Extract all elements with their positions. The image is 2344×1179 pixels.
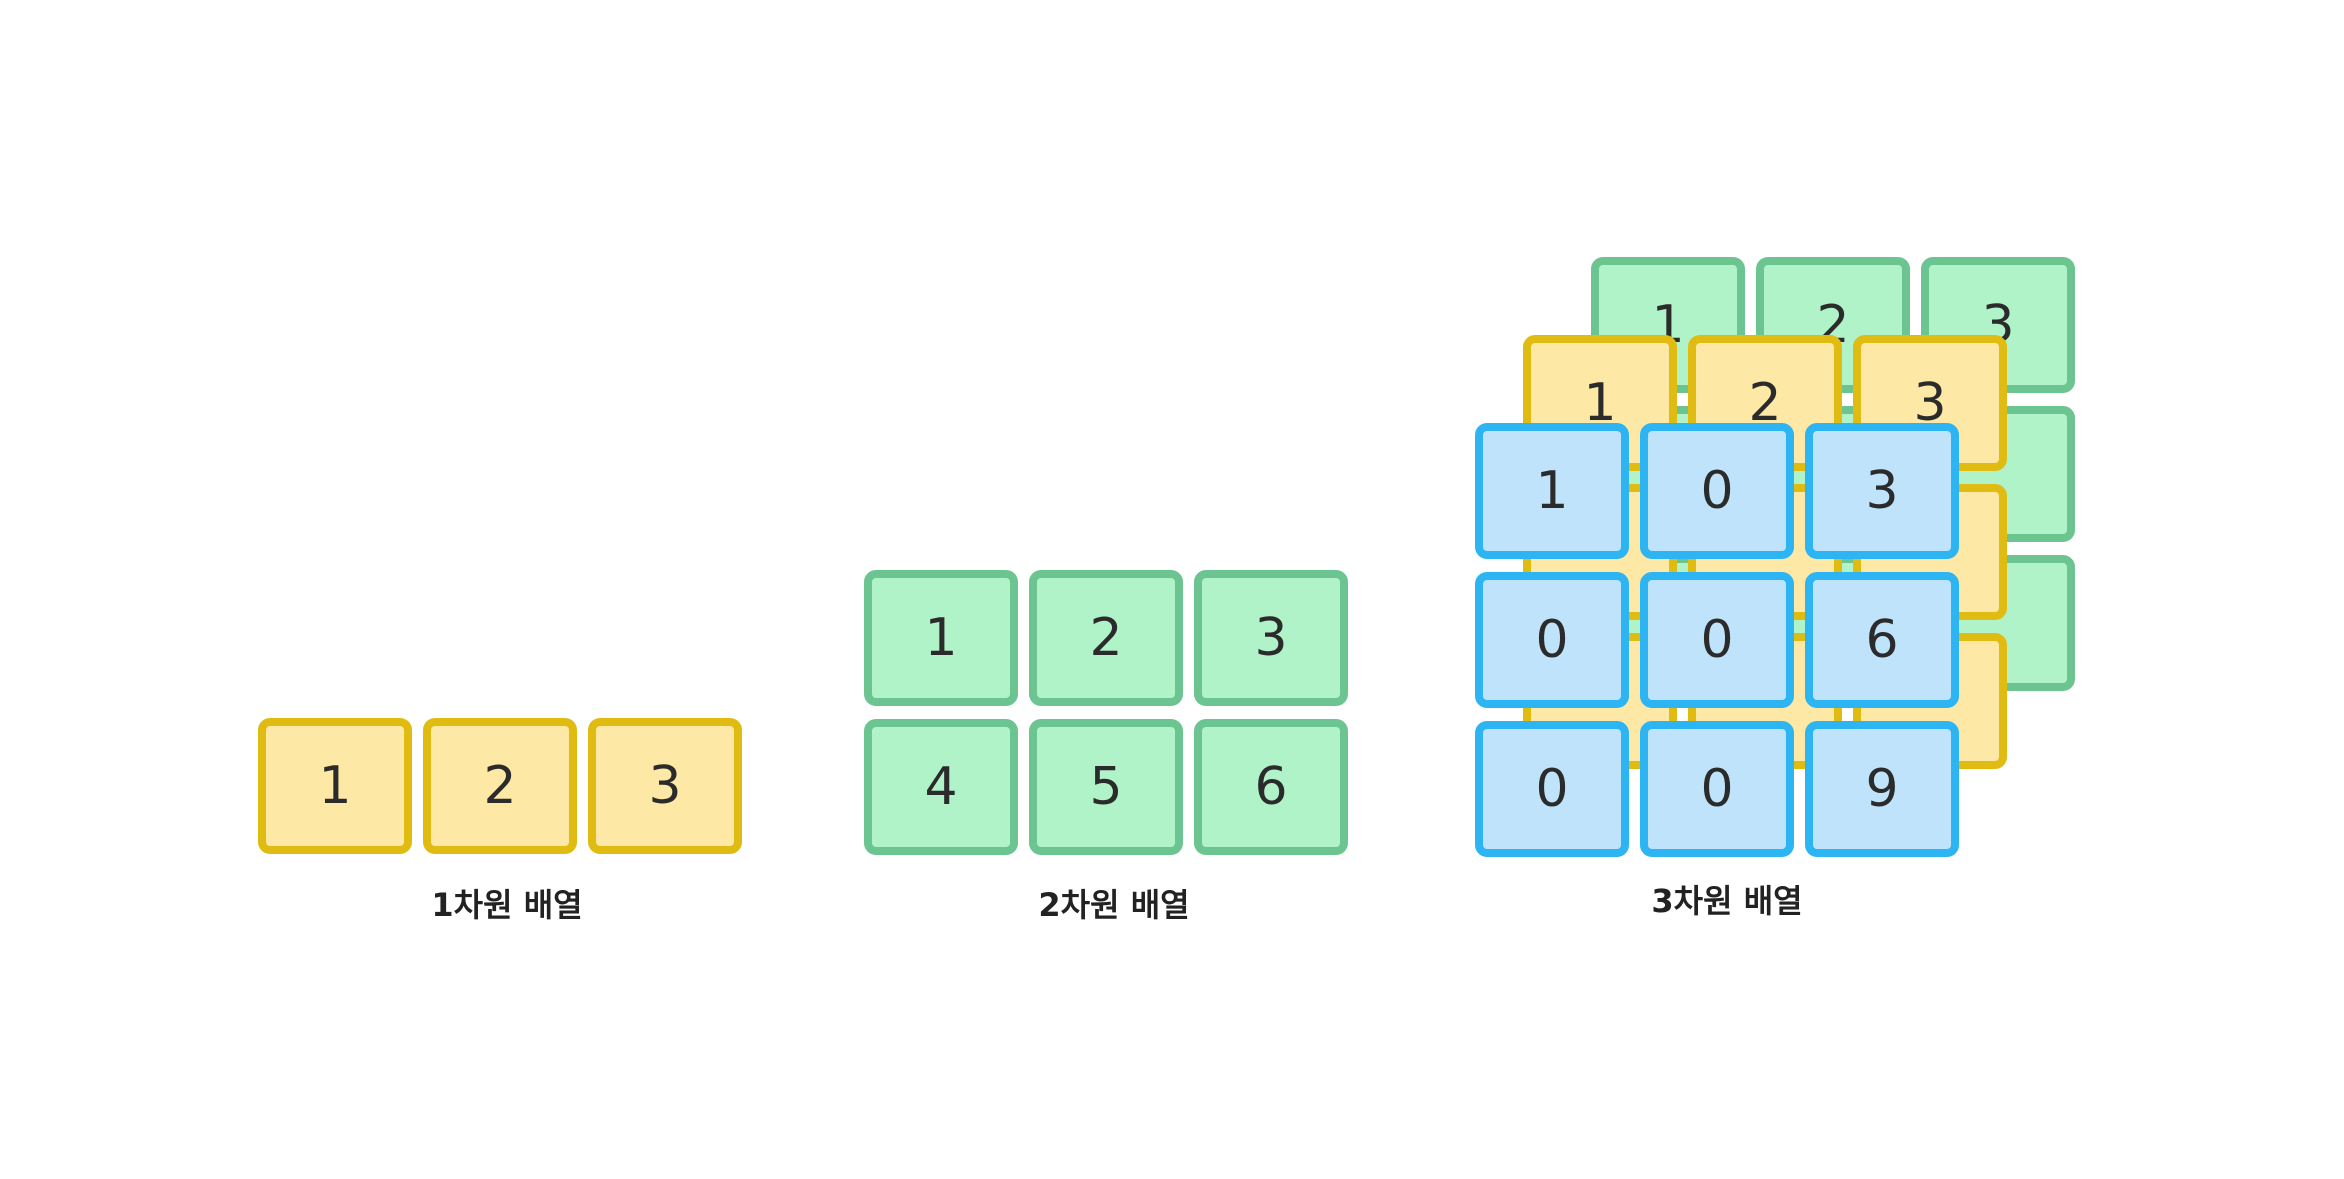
array-2d-cell: 3 (1194, 570, 1348, 706)
array-3d-layer-2-cell: 0 (1640, 572, 1794, 708)
array-2d-cell: 6 (1194, 719, 1348, 855)
array-1d-cell: 3 (588, 718, 742, 854)
array-3d-layer-2-cell: 0 (1640, 423, 1794, 559)
array-3d-layer-2-cell: 3 (1805, 423, 1959, 559)
array-3d-layer-2-cell: 1 (1475, 423, 1629, 559)
array-3d-layer-2-cell: 0 (1640, 721, 1794, 857)
array-2d-cell: 5 (1029, 719, 1183, 855)
array-2d-cell: 2 (1029, 570, 1183, 706)
array-2d-cell: 1 (864, 570, 1018, 706)
array-3d-layer-2-cell: 0 (1475, 572, 1629, 708)
caption-2d-array: 2차원 배열 (1038, 886, 1190, 924)
caption-3d-array: 3차원 배열 (1651, 882, 1803, 920)
array-3d-layer-2-cell: 9 (1805, 721, 1959, 857)
array-3d-layer-2-cell: 0 (1475, 721, 1629, 857)
array-1d-cell: 2 (423, 718, 577, 854)
array-1d-cell: 1 (258, 718, 412, 854)
caption-1d-array: 1차원 배열 (431, 886, 583, 924)
array-2d-cell: 4 (864, 719, 1018, 855)
array-3d-layer-2-cell: 6 (1805, 572, 1959, 708)
